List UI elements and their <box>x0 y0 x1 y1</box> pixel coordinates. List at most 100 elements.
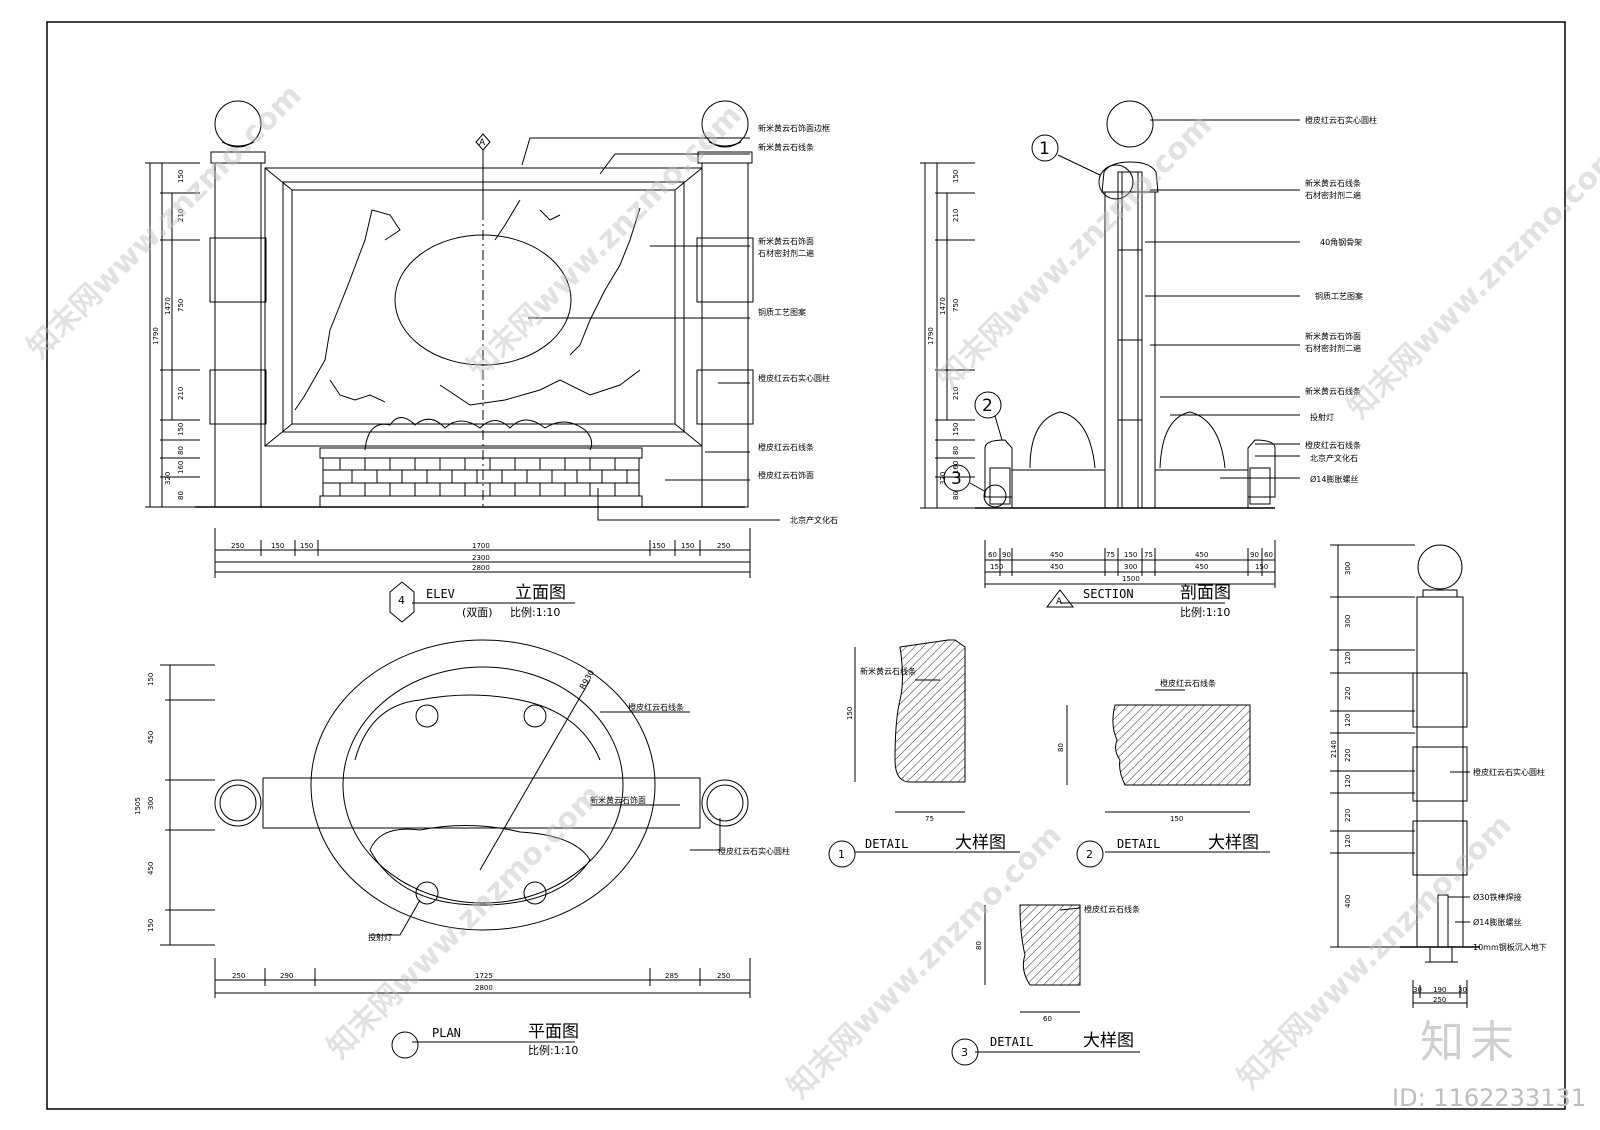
section-view <box>920 100 1300 588</box>
plan-scale: 比例:1:10 <box>528 1043 578 1057</box>
dim: 60 <box>1043 1015 1052 1023</box>
dim: 220 <box>1344 749 1352 762</box>
detail-label: 橙皮红云石线条 <box>1084 904 1140 914</box>
dim: 1470 <box>164 297 172 315</box>
dim: 220 <box>1344 687 1352 700</box>
dim: 300 <box>147 797 155 810</box>
section-label: 石材密封剂二遍 <box>1305 343 1361 353</box>
callout-3 <box>943 464 971 492</box>
dim: 250 <box>717 972 730 980</box>
elev-label: 橙皮红云石饰面 <box>758 470 814 480</box>
dim: 250 <box>1433 996 1446 1004</box>
dim: 150 <box>1124 551 1137 559</box>
dim: 150 <box>952 170 960 183</box>
dim: 160 <box>952 461 960 474</box>
plan-label: 新米黄云石饰面 <box>590 795 646 805</box>
detail2-num: 2 <box>1086 848 1093 861</box>
detail1-en: DETAIL <box>865 837 908 851</box>
plan-label: 投射灯 <box>368 932 392 942</box>
dim: 150 <box>846 707 854 720</box>
detail-label: 新米黄云石线条 <box>860 666 916 676</box>
detail-3 <box>984 904 1081 1013</box>
dim: 1700 <box>472 542 490 550</box>
dim: 80 <box>952 446 960 455</box>
elev-label: 北京产文化石 <box>790 515 838 525</box>
dim: 75 <box>1144 551 1153 559</box>
dim: 220 <box>1344 809 1352 822</box>
dim: 300 <box>1124 563 1137 571</box>
dim: 120 <box>1344 775 1352 788</box>
dim: 150 <box>652 542 665 550</box>
elev-label: 橙皮红云石实心圆柱 <box>758 373 830 383</box>
callout-num: 2 <box>982 396 993 416</box>
callout-num: 1 <box>1039 139 1050 159</box>
dim: 30 <box>1458 986 1467 994</box>
section-dims: 60 90 450 75 150 75 450 90 60 150 450 30… <box>927 170 1273 583</box>
dim: 150 <box>300 542 313 550</box>
section-label: Ø14膨胀螺丝 <box>1310 474 1358 484</box>
elev-labels: 新米黄云石饰面边框 新米黄云石线条 新米黄云石饰面 石材密封剂二遍 铜质工艺图案… <box>479 123 838 525</box>
elev-num: 4 <box>398 594 405 607</box>
dim: 290 <box>280 972 293 980</box>
dim: 450 <box>1050 563 1063 571</box>
plan-radius: R930 <box>578 668 596 691</box>
dim: 320 <box>939 472 947 485</box>
dim: 2800 <box>472 564 490 572</box>
callout-1 <box>1031 134 1059 162</box>
elev-dims-h: 250 150 150 1700 150 150 250 2300 2800 <box>231 542 730 572</box>
detail3-cn: 大样图 <box>1083 1031 1134 1051</box>
dim: 450 <box>1195 551 1208 559</box>
dim: 1725 <box>475 972 493 980</box>
dim: 150 <box>147 919 155 932</box>
dim: 150 <box>1170 815 1183 823</box>
dim: 80 <box>177 446 185 455</box>
dim: 1470 <box>939 297 947 315</box>
dim: 80 <box>952 491 960 500</box>
dim: 80 <box>1057 743 1065 752</box>
plan-label: 橙皮红云石线条 <box>628 702 684 712</box>
dim: 60 <box>988 551 997 559</box>
dim: 250 <box>232 972 245 980</box>
section-label: 新米黄云石线条 <box>1305 178 1361 188</box>
elev-cn: 立面图 <box>515 583 566 603</box>
sheet-border <box>46 21 1566 1110</box>
dim: 400 <box>1344 895 1352 908</box>
section-label: 新米黄云石饰面 <box>1305 331 1361 341</box>
elev-label: 橙皮红云石线条 <box>758 442 814 452</box>
section-label: 橙皮红云石线条 <box>1305 440 1361 450</box>
column-label: Ø14膨胀螺丝 <box>1473 917 1521 927</box>
dim: 2140 <box>1330 740 1338 758</box>
dim: 750 <box>952 299 960 312</box>
detail2-cn: 大样图 <box>1208 833 1259 853</box>
view-titles: 4 ELEV 立面图 (双面) 比例:1:10 A SECTION 剖面图 比例… <box>398 583 1259 1059</box>
plan-en: PLAN <box>432 1026 461 1040</box>
elevation-view <box>145 100 780 578</box>
title-underlines <box>389 581 1270 1066</box>
detail-labels: 新米黄云石线条 150 75 橙皮红云石线条 80 150 橙皮红云石线条 80… <box>846 666 1216 1023</box>
elev-scale: 比例:1:10 <box>510 605 560 619</box>
section-labels: 橙皮红云石实心圆柱 新米黄云石线条 石材密封剂二遍 40角钢骨架 铜质工艺图案 … <box>951 115 1377 489</box>
dim: 150 <box>147 673 155 686</box>
dim: 120 <box>1344 714 1352 727</box>
dim: 150 <box>177 170 185 183</box>
detail-2 <box>1066 689 1251 813</box>
brand-logo: 知末 <box>1420 1017 1520 1068</box>
section-num: A <box>1056 597 1063 607</box>
section-scale: 比例:1:10 <box>1180 605 1230 619</box>
elev-label: 铜质工艺图案 <box>758 307 806 317</box>
dim: 1505 <box>134 797 142 815</box>
watermarks: 知末网www.znzmo.com 知末网www.znzmo.com 知末网www… <box>21 78 1600 1106</box>
elev-label: 新米黄云石饰面边框 <box>758 123 830 133</box>
dim: 120 <box>1344 835 1352 848</box>
section-mark: A <box>479 138 486 148</box>
detail1-cn: 大样图 <box>955 833 1006 853</box>
dim: 450 <box>1050 551 1063 559</box>
dim: 300 <box>1344 562 1352 575</box>
section-label: 石材密封剂二遍 <box>1305 190 1361 200</box>
elev-label: 新米黄云石线条 <box>758 142 814 152</box>
section-label: 北京产文化石 <box>1310 453 1358 463</box>
dim: 1790 <box>927 327 935 345</box>
dim: 80 <box>975 941 983 950</box>
detail-label: 橙皮红云石线条 <box>1160 678 1216 688</box>
